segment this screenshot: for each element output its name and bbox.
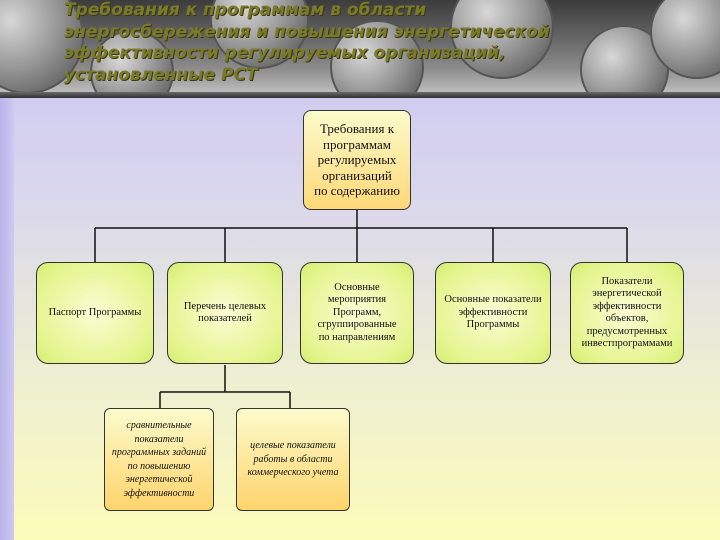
efficiency-line: Программы: [466, 319, 520, 331]
efficiency-line: Основные показатели: [444, 294, 542, 306]
target-line: коммерческого учета: [247, 467, 339, 479]
comparative-line: показатели: [134, 433, 184, 445]
coin-image: [330, 20, 424, 96]
main-measures-line: Основные: [334, 281, 380, 293]
comparative-indicators-box: сравнительные показатели программных зад…: [104, 408, 214, 511]
coin-image: [90, 30, 174, 96]
objects-indicators-box: Показатели энергетической эффективности …: [570, 262, 684, 364]
indicators-list-line: показателей: [198, 313, 252, 324]
efficiency-indicators-box: Основные показатели эффективности Програ…: [435, 262, 551, 364]
objects-line: инвестпрограммами: [581, 338, 673, 349]
title-line: эффективности регулируемых организаций,: [64, 43, 506, 63]
indicators-list-box: Перечень целевых показателей: [167, 262, 283, 364]
target-line: работы в области: [253, 453, 333, 465]
root-line: программам: [323, 136, 391, 152]
objects-line: эффективности: [592, 300, 662, 312]
root-line: Требования к: [319, 121, 395, 137]
root-box: Требования к программам регулируемых орг…: [303, 110, 411, 210]
objects-line: объектов,: [605, 313, 649, 324]
comparative-line: по повышению: [127, 460, 191, 472]
passport-line: Паспорт Программы: [48, 306, 142, 318]
title-line: установленные РСТ: [64, 64, 258, 85]
objects-line: энергетической: [592, 288, 662, 299]
title-line: Требования к программам в области: [64, 0, 427, 20]
main-measures-box: Основные мероприятия Программ, сгруппиро…: [300, 262, 414, 364]
indicators-list-line: Перечень целевых: [183, 300, 267, 312]
root-line: по содержанию: [314, 183, 400, 199]
efficiency-line: эффективности: [458, 306, 528, 318]
comparative-line: сравнительные: [126, 420, 192, 431]
passport-box: Паспорт Программы: [36, 262, 154, 364]
comparative-line: энергетической: [125, 474, 193, 485]
main-measures-line: сгруппированные: [317, 319, 397, 331]
target-line: целевые показатели: [250, 440, 336, 452]
root-line: регулируемых: [317, 152, 397, 168]
main-measures-line: по направлениям: [318, 331, 396, 343]
comparative-line: программных заданий: [111, 447, 207, 458]
objects-line: предусмотренных: [586, 325, 668, 337]
title-line: энергосбережения и повышения энергетичес…: [64, 21, 550, 42]
coin-image: [580, 25, 669, 96]
comparative-line: эффективности: [123, 487, 195, 499]
root-line: организаций: [322, 167, 392, 183]
slide-title: Требования к программам в области энерго…: [64, 0, 664, 86]
target-indicators-box: целевые показатели работы в области комм…: [236, 408, 350, 511]
objects-line: Показатели: [601, 275, 653, 287]
left-side-strip: [0, 98, 14, 540]
main-measures-line: Программ,: [332, 306, 382, 318]
header-coins-banner: [0, 0, 720, 96]
main-measures-line: мероприятия: [327, 294, 387, 306]
header-divider: [0, 92, 720, 98]
